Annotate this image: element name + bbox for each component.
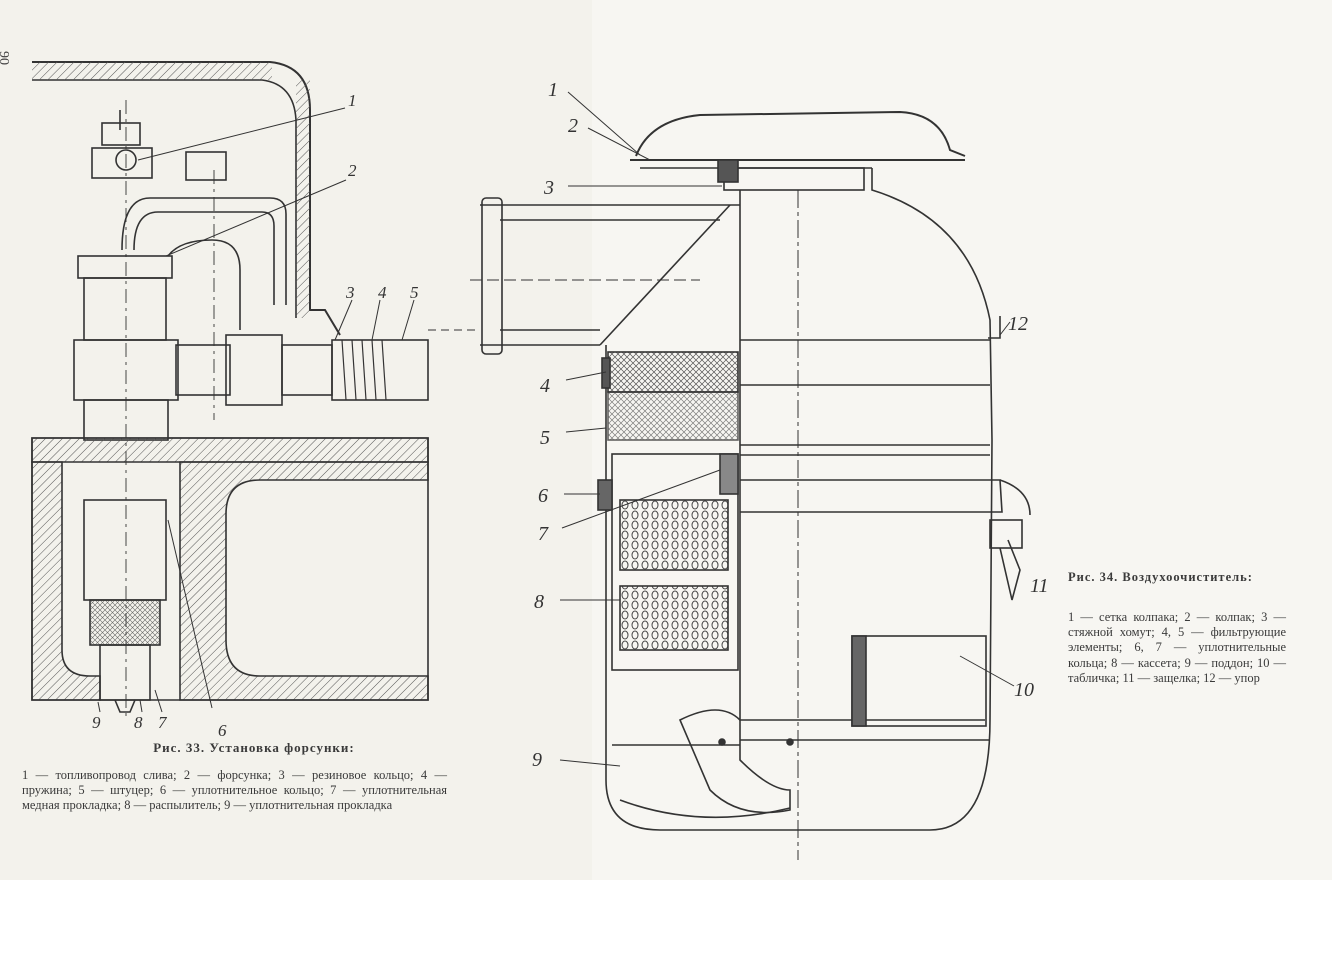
fig33-callout-1: 1: [348, 91, 357, 110]
fig33-callout-4: 4: [378, 283, 387, 302]
fig33-callout-8: 8: [134, 713, 143, 732]
fig33-callout-5: 5: [410, 283, 419, 302]
fig34-callout-4: 4: [540, 375, 550, 397]
fig34-callout-9: 9: [532, 749, 542, 771]
fig34-callout-10: 10: [1014, 679, 1034, 701]
fig34-callout-2: 2: [568, 115, 578, 137]
figure-34-caption: 1 — сетка колпака; 2 — колпак; 3 — стяжн…: [1068, 610, 1286, 685]
fig33-callout-2: 2: [348, 161, 357, 180]
fig34-callout-12: 12: [1008, 313, 1028, 335]
fig33-callout-7: 7: [158, 713, 168, 732]
fig34-callout-1: 1: [548, 79, 558, 101]
fig33-callout-3: 3: [345, 283, 355, 302]
fig34-callout-8: 8: [534, 591, 544, 613]
figure-33-title: Рис. 33. Установка форсунки:: [153, 740, 355, 755]
fig34-callout-11: 11: [1030, 575, 1049, 597]
figure-34-drawing: 1 2 3 4 5 6 7 8 9 10 11 12: [470, 79, 1049, 860]
fig33-callout-6: 6: [218, 721, 227, 740]
fig34-callout-5: 5: [540, 427, 550, 449]
figure-33-drawing: 1 2 3 4 5 6 7 8 9: [31, 61, 480, 740]
fig34-callout-6: 6: [538, 485, 548, 507]
fig34-callout-3: 3: [543, 177, 554, 199]
fig34-callout-7: 7: [538, 523, 549, 545]
fig33-callout-9: 9: [92, 713, 101, 732]
figure-33-caption: 1 — топливопровод слива; 2 — форсунка; 3…: [22, 768, 447, 812]
figure-34-title: Рис. 34. Воздухоочиститель:: [1068, 570, 1253, 584]
